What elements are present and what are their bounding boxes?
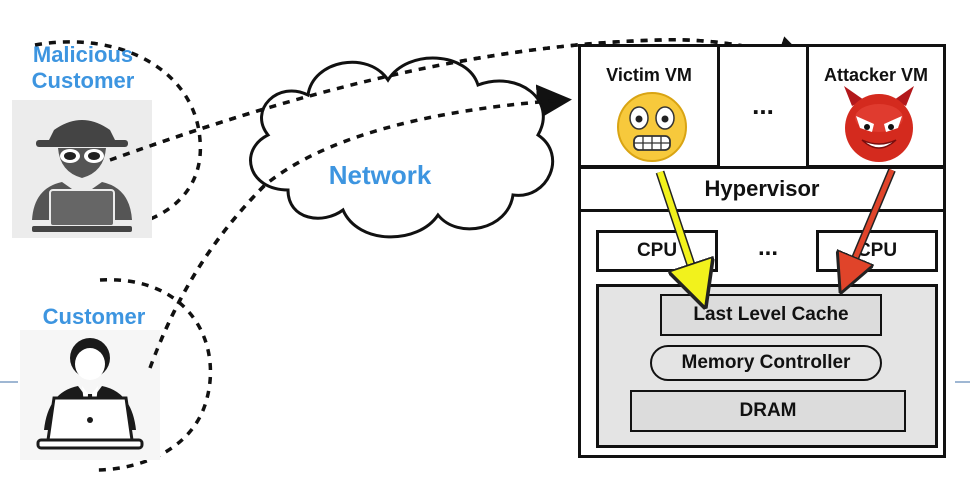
malicious-customer-label: Malicious Customer (8, 42, 158, 94)
cpu-right-box: CPU (816, 230, 938, 272)
devil-emoji-icon (838, 82, 920, 166)
vm-ellipsis: ... (752, 90, 774, 120)
memory-controller-box: Memory Controller (650, 345, 882, 381)
attacker-vm-label: Attacker VM (823, 65, 929, 85)
cpu-left-box: CPU (596, 230, 718, 272)
customer-arc (94, 278, 213, 472)
llc-label: Last Level Cache (693, 304, 849, 325)
dram-label: DRAM (739, 400, 797, 421)
cpu-ellipsis: ... (757, 234, 778, 261)
dram-box: DRAM (630, 390, 906, 432)
customer-label: Customer (42, 304, 146, 329)
cpu-left-label: CPU (636, 240, 678, 261)
network-label: Network (328, 160, 432, 190)
hypervisor-label: Hypervisor (704, 176, 820, 201)
memory-controller-label: Memory Controller (681, 352, 851, 373)
malicious-label-line1: Malicious (32, 42, 134, 67)
user-laptop-icon (20, 330, 160, 460)
hypervisor-box: Hypervisor (578, 166, 946, 212)
scared-emoji-icon (612, 90, 692, 164)
victim-vm-label: Victim VM (606, 65, 692, 85)
llc-box: Last Level Cache (660, 294, 882, 336)
malicious-label-line2: Customer (31, 68, 135, 93)
cloud-icon (249, 56, 555, 239)
hacker-icon (12, 100, 152, 238)
cpu-right-label: CPU (856, 240, 898, 261)
